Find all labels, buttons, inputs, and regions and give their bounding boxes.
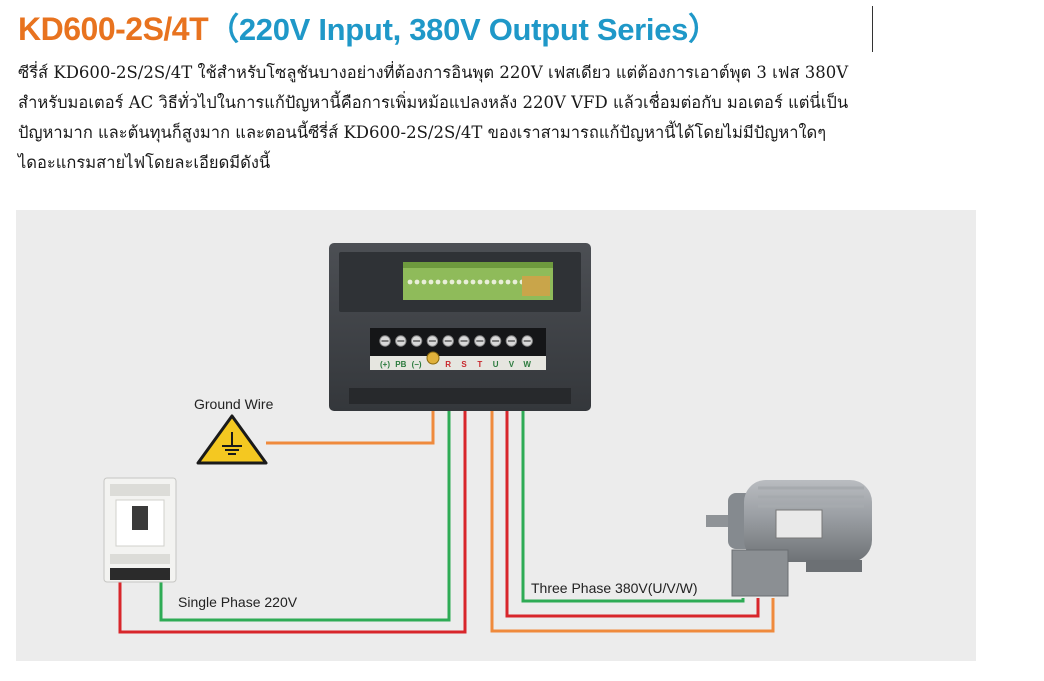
terminal-label: (+) xyxy=(380,360,390,369)
control-terminal-screws xyxy=(407,279,532,285)
motor-terminal-box xyxy=(731,549,789,597)
terminal-label: (−) xyxy=(412,360,422,369)
terminal-label: T xyxy=(477,360,482,369)
page-title: KD600-2S/4T（220V Input, 380V Output Seri… xyxy=(18,4,719,52)
control-connector xyxy=(522,276,550,296)
terminal-label: S xyxy=(461,360,467,369)
description-line: ปัญหามาก และต้นทุนก็สูงมาก และตอนนี้ซีรี… xyxy=(18,123,827,142)
description-line: ไดอะแกรมสายไฟโดยละเอียดมีดังนี้ xyxy=(18,153,271,172)
power-terminal-label-strip xyxy=(370,356,546,370)
ground-icon xyxy=(196,414,268,465)
output-wire-w xyxy=(521,370,745,603)
title-series: （220V Input, 380V Output Series） xyxy=(208,12,719,47)
terminal-label: W xyxy=(523,360,531,369)
terminal-label: V xyxy=(509,360,515,369)
terminal-label: R xyxy=(445,360,451,369)
title-model: KD600-2S/4T xyxy=(18,11,209,47)
output-wire-u xyxy=(490,370,775,633)
wires xyxy=(118,370,775,634)
motor-feet xyxy=(806,560,862,572)
description-line: สำหรับมอเตอร์ AC วิธีทั่วไปในการแก้ปัญหา… xyxy=(18,93,849,112)
ground-wire-label: Ground Wire xyxy=(194,396,274,412)
single-phase-wire-l xyxy=(159,370,451,622)
three-phase-label: Three Phase 380V(U/V/W) xyxy=(531,580,698,596)
vfd-bottom-vent xyxy=(349,388,571,404)
terminal-label: PB xyxy=(395,360,406,369)
output-wire-v xyxy=(505,370,760,618)
circuit-breaker xyxy=(103,477,177,583)
ac-motor xyxy=(706,480,872,597)
motor-nameplate xyxy=(775,509,823,539)
description: ซีรี่ส์ KD600-2S/2S/4T ใช้สำหรับโซลูชันบ… xyxy=(18,58,1038,178)
title-divider xyxy=(872,6,873,52)
breaker-toggle xyxy=(132,506,148,530)
ground-terminal-screw xyxy=(426,351,440,365)
terminal-label: U xyxy=(493,360,499,369)
single-phase-label: Single Phase 220V xyxy=(178,594,298,610)
single-phase-wire-n xyxy=(118,370,467,634)
description-line: ซีรี่ส์ KD600-2S/2S/4T ใช้สำหรับโซลูชันบ… xyxy=(18,63,849,82)
motor-cooling-fins xyxy=(758,486,864,508)
